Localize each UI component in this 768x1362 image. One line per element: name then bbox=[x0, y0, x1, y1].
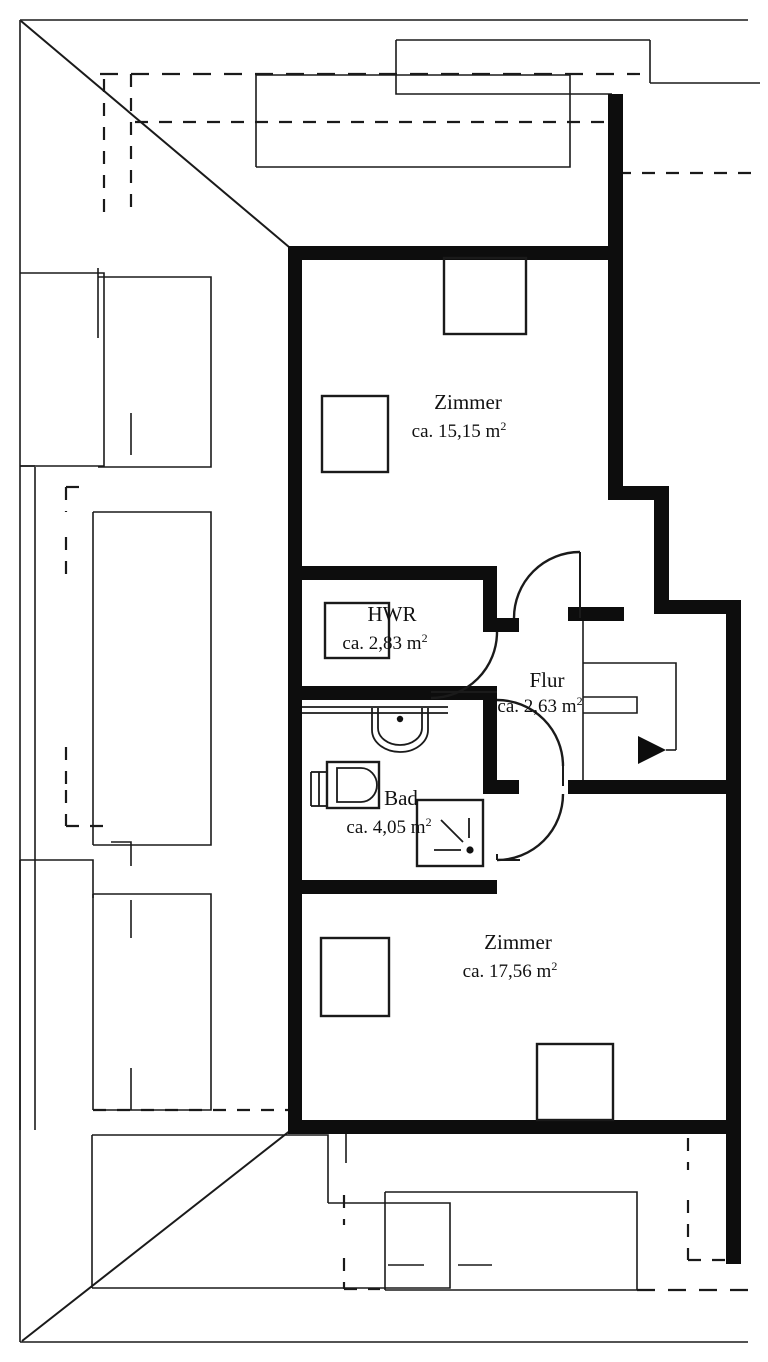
entrance-arrow bbox=[638, 736, 666, 764]
svg-text:ca. 15,15 m2: ca. 15,15 m2 bbox=[412, 419, 507, 442]
room-label-hwr: HWR ca. 2,83 m2 bbox=[342, 602, 427, 654]
fixtures-bad bbox=[302, 706, 485, 868]
room-area-sup-bad: 2 bbox=[426, 815, 432, 829]
diagonal-boundary-top-left bbox=[20, 20, 290, 248]
room-label-bad: Bad ca. 4,05 m2 bbox=[346, 786, 431, 838]
room-name-bad: Bad bbox=[384, 786, 418, 810]
door-swings bbox=[430, 550, 581, 862]
room-area-hwr: ca. 2,83 m bbox=[342, 633, 421, 654]
apartment-walls bbox=[288, 94, 741, 1264]
neighbour-outline-top bbox=[255, 39, 760, 168]
neighbour-outline-bottom-left bbox=[91, 1134, 451, 1289]
door-swing-arc-hwr bbox=[430, 631, 499, 700]
room-area-flur: ca. 2,63 m bbox=[497, 696, 576, 717]
room-name-zimmer-unten: Zimmer bbox=[484, 930, 552, 954]
room-labels: Zimmer ca. 15,15 m2 HWR ca. 2,83 m2 Flur… bbox=[342, 390, 582, 982]
room-area-sup-hwr: 2 bbox=[422, 631, 428, 645]
door-swing-arc-bad bbox=[496, 698, 565, 767]
room-name-hwr: HWR bbox=[368, 602, 417, 626]
svg-text:ca. 2,83 m2: ca. 2,83 m2 bbox=[342, 631, 427, 654]
door-swing-arc-flur-top bbox=[512, 550, 581, 619]
washbasin-icon bbox=[371, 708, 429, 753]
room-area-zimmer-oben: ca. 15,15 m bbox=[412, 421, 501, 442]
entrance-area bbox=[582, 621, 677, 780]
neighbour-outline-bottom bbox=[345, 1134, 638, 1291]
svg-text:ca. 4,05 m2: ca. 4,05 m2 bbox=[346, 815, 431, 838]
toilet-icon bbox=[310, 760, 381, 810]
shower-icon bbox=[415, 798, 485, 868]
room-area-sup-zimmer-unten: 2 bbox=[551, 959, 557, 973]
room-label-zimmer-unten: Zimmer ca. 17,56 m2 bbox=[463, 930, 558, 982]
room-name-zimmer-oben: Zimmer bbox=[434, 390, 502, 414]
room-area-zimmer-unten: ca. 17,56 m bbox=[463, 961, 552, 982]
neighbour-outline-left bbox=[19, 268, 212, 1130]
furniture-zimmer-oben bbox=[320, 256, 528, 474]
sheet-border bbox=[19, 19, 748, 1343]
room-label-zimmer-oben: Zimmer ca. 15,15 m2 bbox=[412, 390, 507, 442]
furniture-hwr bbox=[323, 601, 391, 660]
room-label-flur: Flur ca. 2,63 m2 bbox=[497, 668, 582, 717]
room-area-sup-flur: 2 bbox=[577, 694, 583, 708]
door-swing-arc-zimmer-unten bbox=[496, 793, 565, 862]
room-name-flur: Flur bbox=[529, 668, 564, 692]
room-area-bad: ca. 4,05 m bbox=[346, 817, 425, 838]
furniture-zimmer-unten bbox=[319, 936, 615, 1122]
dashed-lines-top bbox=[100, 72, 760, 215]
diagonal-boundary-bottom-left bbox=[21, 1129, 292, 1342]
svg-text:ca. 17,56 m2: ca. 17,56 m2 bbox=[463, 959, 558, 982]
dashed-lines-bottom bbox=[342, 1138, 760, 1292]
dashed-lines-left bbox=[64, 485, 290, 1112]
room-area-sup-zimmer-oben: 2 bbox=[500, 419, 506, 433]
svg-text:ca. 2,63 m2: ca. 2,63 m2 bbox=[497, 694, 582, 717]
